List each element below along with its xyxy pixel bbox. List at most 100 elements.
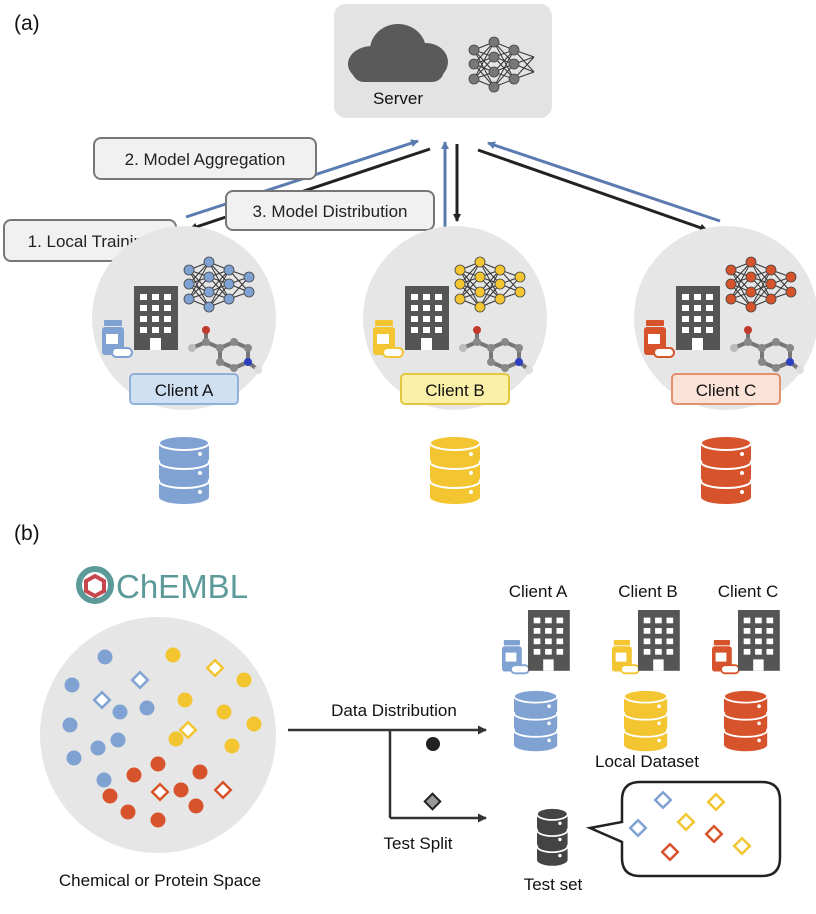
arrow-download-client-c [477, 148, 708, 232]
compound-point [168, 731, 184, 747]
local-client-a: Client A [502, 582, 570, 752]
compound-point [188, 798, 204, 814]
test-compound-point [130, 670, 150, 690]
local-database-icon [623, 689, 669, 752]
building-icon [528, 610, 570, 671]
client-label: Client B [425, 381, 485, 400]
building-icon [134, 286, 178, 350]
arrow-upload-client-c [487, 141, 721, 223]
local-client-b: Client B [612, 582, 680, 752]
panel-b-label: (b) [14, 522, 40, 545]
test-set-label: Test set [524, 875, 583, 894]
chemical-space-label: Chemical or Protein Space [59, 871, 261, 890]
compound-point [177, 692, 193, 708]
client-label-box [129, 373, 239, 405]
test-split-label: Test Split [384, 834, 453, 853]
panel-a-label: (a) [14, 12, 40, 35]
building-icon [738, 610, 780, 671]
neural-network-icon [468, 36, 535, 93]
pill-bottle-icon [612, 640, 640, 675]
client-name: Client C [718, 582, 778, 601]
compound-point [126, 767, 142, 783]
pill-bottle-icon [712, 640, 740, 675]
client-label: Client C [696, 381, 756, 400]
test-compound-point [213, 780, 233, 800]
pill-bottle-icon [644, 320, 675, 358]
client-node-b: Client B [363, 226, 547, 410]
compound-point [120, 804, 136, 820]
building-icon [638, 610, 680, 671]
molecule-icon [459, 326, 533, 374]
test-compound-point [205, 658, 225, 678]
compound-point [110, 732, 126, 748]
compound-point [216, 704, 232, 720]
compound-point [90, 740, 106, 756]
compound-point [150, 756, 166, 772]
client-name: Client A [509, 582, 568, 601]
pill-bottle-icon [502, 640, 530, 675]
step-model-distribution: 3. Model Distribution [225, 190, 435, 231]
server-label: Server [373, 89, 423, 108]
test-set-bubble [585, 780, 782, 878]
chembl-logo-mark [76, 566, 114, 604]
compound-marker-diamond [423, 792, 442, 811]
compound-point [236, 672, 252, 688]
test-compound-point [653, 790, 673, 810]
pill-bottle-icon [373, 320, 404, 358]
compound-marker-circle [426, 737, 440, 751]
building-icon [676, 286, 720, 350]
compound-point [150, 812, 166, 828]
compound-point [173, 782, 189, 798]
test-compound-point [732, 836, 752, 856]
data-distribution-label: Data Distribution [331, 701, 457, 720]
compound-point [192, 764, 208, 780]
molecule-icon [188, 326, 262, 374]
client-label-box [400, 373, 510, 405]
client-name: Client B [618, 582, 678, 601]
svg-text:2. Model Aggregation: 2. Model Aggregation [125, 150, 286, 169]
svg-text:1. Local Training: 1. Local Training [28, 232, 153, 251]
compound-point [224, 738, 240, 754]
chemical-space [40, 617, 276, 853]
chembl-logo: ChEMBL [76, 566, 248, 605]
local-database-icon [723, 689, 769, 752]
compound-point [102, 788, 118, 804]
test-compound-point [92, 690, 112, 710]
compound-point [112, 704, 128, 720]
test-set-database-icon [536, 807, 569, 866]
test-compound-point [676, 812, 696, 832]
test-compound-point [628, 818, 648, 838]
compound-point [66, 750, 82, 766]
cloud-icon [348, 24, 448, 82]
test-compound-point [704, 824, 724, 844]
chembl-logo-text: ChEMBL [116, 568, 248, 605]
compound-point [97, 649, 113, 665]
local-client-c: Client C [712, 582, 780, 752]
test-compound-point [178, 720, 198, 740]
compound-point [64, 677, 80, 693]
compound-point [165, 647, 181, 663]
test-database [536, 807, 569, 866]
molecule-icon [730, 326, 804, 374]
local-dataset-label: Local Dataset [595, 752, 699, 771]
neural-network-icon [183, 256, 255, 313]
building-icon [405, 286, 449, 350]
local-database-icon [513, 689, 559, 752]
test-compound-point [660, 842, 680, 862]
compound-point [62, 717, 78, 733]
database-icon-a [158, 435, 210, 504]
database-icon-c [700, 435, 752, 504]
step-model-aggregation: 2. Model Aggregation [93, 137, 317, 180]
test-compound-point [150, 782, 170, 802]
data-distribution-arrow [288, 725, 487, 823]
neural-network-icon [725, 256, 797, 313]
test-compound-point [706, 792, 726, 812]
svg-text:3. Model Distribution: 3. Model Distribution [253, 202, 408, 221]
client-node-c: Client C [634, 226, 816, 410]
client-label-box [671, 373, 781, 405]
server-node: Server [334, 4, 552, 118]
neural-network-icon [454, 256, 526, 313]
compound-point [246, 716, 262, 732]
client-label: Client A [155, 381, 214, 400]
